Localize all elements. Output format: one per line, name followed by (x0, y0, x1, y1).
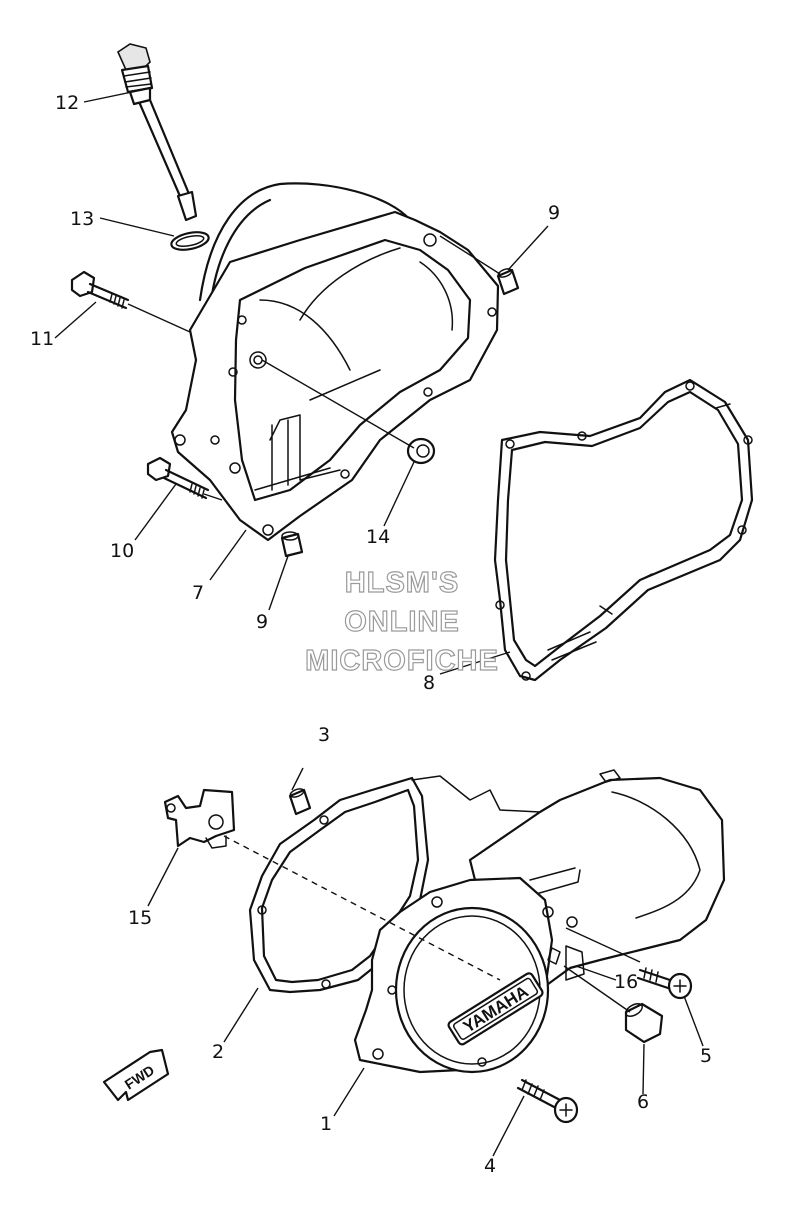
callout-3: 3 (318, 724, 330, 746)
watermark-line-1: HLSM'S (345, 567, 459, 599)
callout-2: 2 (212, 1041, 224, 1063)
callout-15: 15 (128, 907, 152, 929)
part-4-screw (516, 1078, 579, 1124)
callout-numbers: 12 13 11 9 14 10 7 9 8 3 15 16 2 5 6 1 4 (30, 92, 712, 1177)
callout-11: 11 (30, 328, 54, 350)
callout-13: 13 (70, 208, 94, 230)
callout-leaders (54, 91, 704, 1157)
callout-14: 14 (366, 526, 390, 548)
watermark: HLSM'S ONLINE MICROFICHE (305, 566, 499, 677)
part-9-dowel-pin-lower (280, 531, 304, 558)
watermark-line-2: ONLINE (344, 606, 460, 638)
fwd-direction-arrow: FWD (102, 1048, 170, 1102)
part-8-gasket (493, 378, 754, 682)
part-14-oil-seal (406, 437, 436, 465)
alignment-lines (127, 235, 641, 1013)
callout-9-lower: 9 (256, 611, 268, 633)
callout-1: 1 (320, 1113, 332, 1135)
part-12-dipstick (116, 43, 198, 222)
part-11-bolt (70, 270, 130, 310)
callout-12: 12 (55, 92, 79, 114)
part-9-dowel-pin-upper (496, 268, 520, 296)
part-10-bolt (146, 456, 210, 500)
callout-16: 16 (614, 971, 638, 993)
callout-7: 7 (192, 582, 204, 604)
part-2-gasket (248, 776, 430, 994)
watermark-line-3: MICROFICHE (305, 645, 499, 677)
callout-5: 5 (700, 1045, 712, 1067)
part-5-screw (636, 967, 693, 1000)
callout-9-upper: 9 (548, 202, 560, 224)
part-1-crankcase-cover: YAMAHA (353, 769, 726, 1074)
part-15-clamp (163, 788, 236, 849)
callout-4: 4 (484, 1155, 496, 1177)
callout-6: 6 (637, 1091, 649, 1113)
callout-8: 8 (423, 672, 435, 694)
part-7-crankcase-cover (170, 182, 500, 542)
part-16-pin (547, 947, 561, 965)
part-13-o-ring (170, 231, 210, 251)
part-6-plug (624, 1002, 664, 1044)
part-3-dowel-pin (288, 788, 312, 816)
callout-10: 10 (110, 540, 134, 562)
